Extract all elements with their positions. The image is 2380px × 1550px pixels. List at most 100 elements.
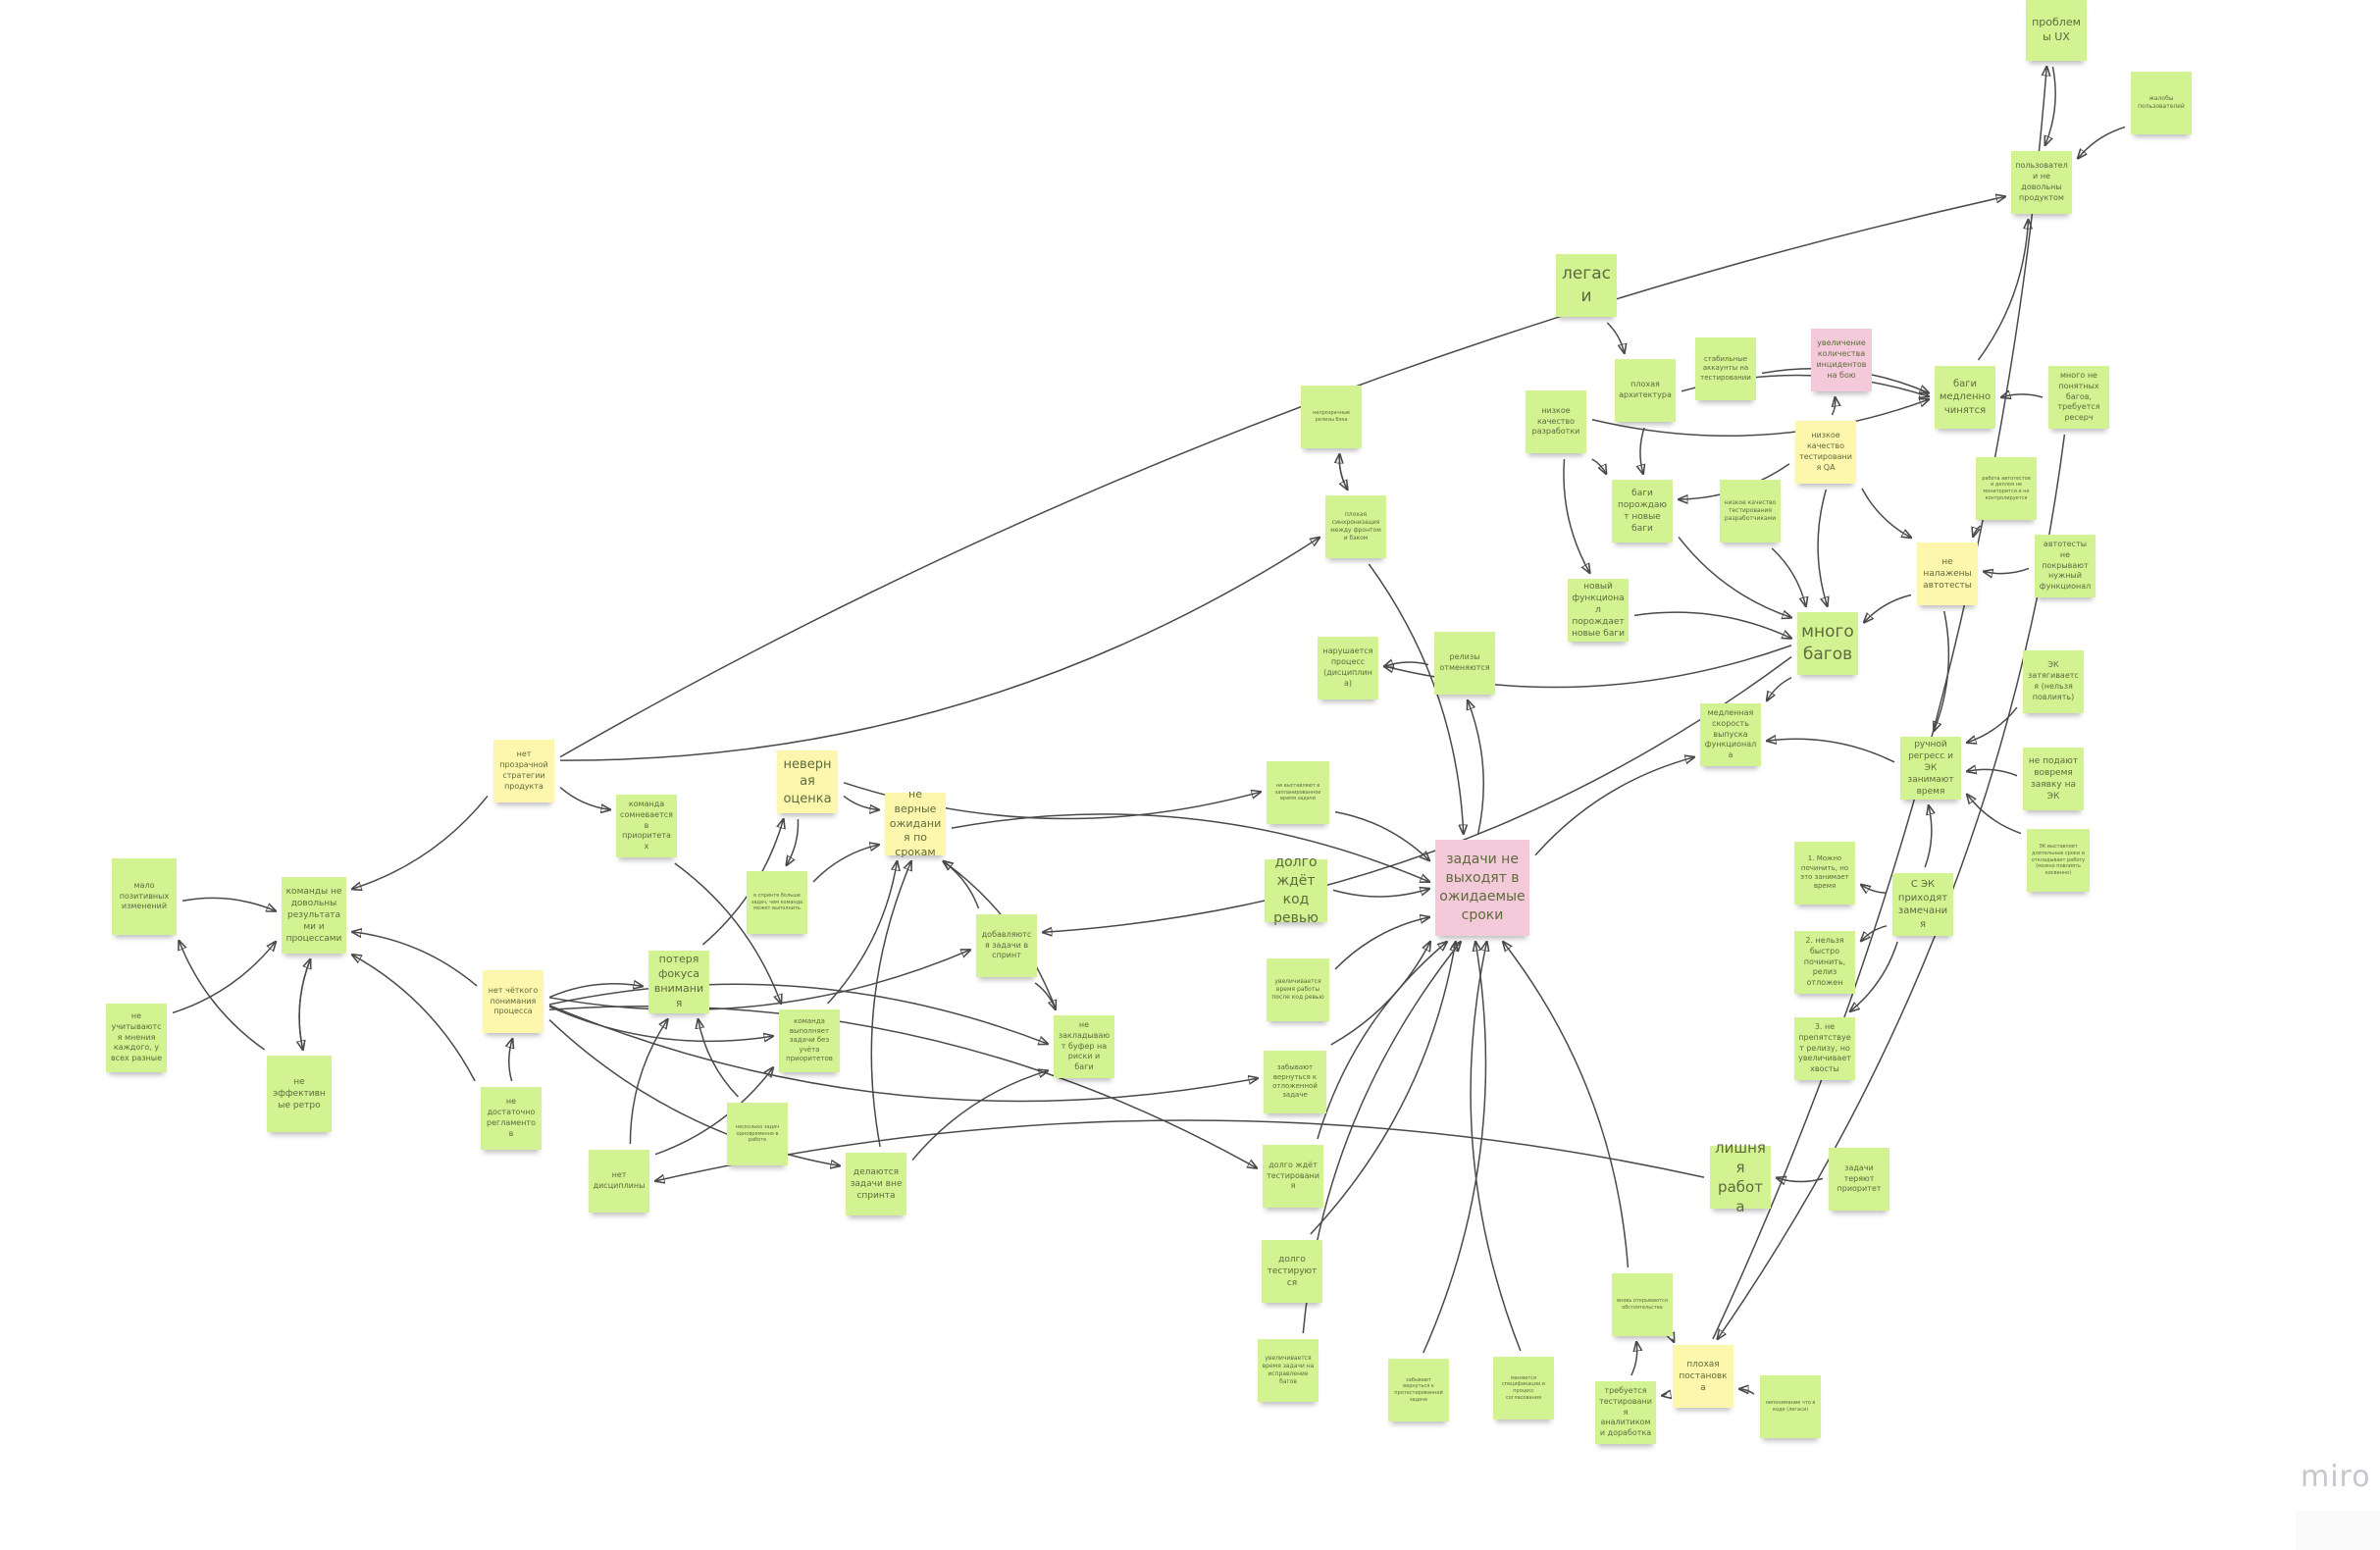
connector-arrow[interactable] <box>2001 394 2044 397</box>
connector-arrow[interactable] <box>870 861 911 1148</box>
sticky-note[interactable]: проблемы UX <box>2026 0 2087 61</box>
connector-arrow[interactable] <box>1739 1389 1755 1395</box>
sticky-note[interactable]: неверная оценка <box>777 750 838 813</box>
connector-arrow[interactable] <box>2078 126 2126 159</box>
connector-arrow[interactable] <box>1861 885 1888 893</box>
sticky-note[interactable]: долго ждёт код ревью <box>1265 854 1327 926</box>
sticky-note[interactable]: не налажены автотесты <box>1917 542 1978 605</box>
sticky-note[interactable]: не выставляют в запланированное время за… <box>1267 761 1329 824</box>
sticky-note[interactable]: делаются задачи вне спринта <box>846 1153 906 1215</box>
sticky-note[interactable]: плохая постановка <box>1673 1345 1733 1408</box>
sticky-note[interactable]: 3. не препятствует релизу, но увеличивае… <box>1794 1017 1855 1080</box>
sticky-note[interactable]: плохая архитектура <box>1615 359 1676 422</box>
connector-arrow[interactable] <box>654 1067 773 1156</box>
connector-arrow[interactable] <box>548 1019 840 1166</box>
connector-arrow[interactable] <box>1777 1178 1824 1182</box>
sticky-note[interactable]: не верные ожидания по срокам <box>885 788 946 858</box>
connector-arrow[interactable] <box>559 196 2005 758</box>
connector-arrow[interactable] <box>1817 489 1828 606</box>
connector-arrow[interactable] <box>1767 739 1895 763</box>
connector-arrow[interactable] <box>1423 942 1487 1354</box>
sticky-note[interactable]: низкое качество тестирования разработчик… <box>1720 480 1781 542</box>
sticky-note[interactable]: ЭК выставляет длительные сроки и отклады… <box>2027 829 2090 892</box>
sticky-note[interactable]: нет чёткого понимания процесса <box>483 970 543 1033</box>
sticky-note[interactable]: долго тестируются <box>1262 1240 1322 1303</box>
connector-arrow[interactable] <box>1832 397 1835 416</box>
connector-arrow[interactable] <box>172 942 276 1014</box>
sticky-note[interactable]: требуется тестирования аналитиком и дора… <box>1595 1381 1656 1444</box>
connector-arrow[interactable] <box>548 950 970 1011</box>
connector-arrow[interactable] <box>559 787 610 810</box>
sticky-note[interactable]: нарушается процесс (дисциплина) <box>1318 637 1378 699</box>
connector-arrow[interactable] <box>1850 941 1898 1011</box>
sticky-note[interactable]: увеличивается время работы после код рев… <box>1267 958 1329 1021</box>
sticky-note[interactable]: лишняя работа <box>1710 1139 1771 1215</box>
connector-arrow[interactable] <box>1470 942 1522 1352</box>
connector-arrow[interactable] <box>1678 536 1791 617</box>
connector-arrow[interactable] <box>352 795 489 889</box>
connector-arrow[interactable] <box>1591 458 1607 474</box>
connector-arrow[interactable] <box>1334 917 1429 970</box>
connector-arrow[interactable] <box>509 1039 513 1082</box>
sticky-note[interactable]: стабильные аккаунты на тестировании <box>1695 337 1756 400</box>
connector-arrow[interactable] <box>548 1006 1257 1168</box>
connector-arrow[interactable] <box>1967 769 2018 777</box>
connector-arrow[interactable] <box>1034 982 1056 1009</box>
sticky-note[interactable]: меняются спецификации и процесс согласов… <box>1493 1357 1554 1420</box>
connector-arrow[interactable] <box>1767 677 1792 700</box>
connector-arrow[interactable] <box>1861 488 1911 538</box>
sticky-note[interactable]: в спринте больше задач, чем команда може… <box>747 871 807 934</box>
sticky-note[interactable]: непонимание что в коде (легаси) <box>1760 1375 1821 1438</box>
connector-arrow[interactable] <box>1712 67 2046 1340</box>
sticky-note[interactable]: новый функционал порождает новые баги <box>1568 579 1629 642</box>
connector-arrow[interactable] <box>1662 1393 1667 1395</box>
connector-arrow[interactable] <box>827 861 898 1005</box>
connector-arrow[interactable] <box>1967 795 2022 835</box>
sticky-note[interactable]: не подают вовремя заявку на ЭК <box>2023 748 2084 810</box>
sticky-note[interactable]: автотесты не покрывают нужный функционал <box>2035 535 2095 597</box>
connector-arrow[interactable] <box>1973 525 1982 537</box>
connector-arrow[interactable] <box>787 818 800 865</box>
connector-arrow[interactable] <box>1924 805 1932 868</box>
connector-arrow[interactable] <box>1334 810 1429 861</box>
connector-arrow[interactable] <box>655 1119 1705 1181</box>
connector-arrow[interactable] <box>1534 757 1694 856</box>
sticky-note[interactable]: долго ждёт тестирования <box>1263 1145 1323 1208</box>
connector-arrow[interactable] <box>352 955 476 1082</box>
connector-arrow[interactable] <box>1633 611 1791 638</box>
sticky-note[interactable]: задачи теряют приоритет <box>1829 1148 1889 1211</box>
sticky-note[interactable]: жалобы пользователей <box>2131 72 2192 134</box>
sticky-note[interactable]: не достаточно регламентов <box>481 1087 542 1150</box>
connector-arrow[interactable] <box>548 1005 1258 1103</box>
sticky-note[interactable]: команда сомневается в приоритетах <box>616 795 677 857</box>
sticky-note[interactable]: ручной регресс и ЭК занимают время <box>1900 737 1961 800</box>
connector-arrow[interactable] <box>559 538 1319 761</box>
sticky-note[interactable]: добавляются задачи в спринт <box>976 914 1037 977</box>
sticky-note[interactable]: плохая синхронизация между фронтом и бэк… <box>1325 495 1386 558</box>
connector-arrow[interactable] <box>1606 322 1624 353</box>
connector-arrow[interactable] <box>1339 453 1347 490</box>
sticky-note[interactable]: вновь открываются обстоятельства <box>1612 1273 1673 1336</box>
connector-arrow[interactable] <box>911 1070 1048 1162</box>
connector-arrow[interactable] <box>843 795 879 809</box>
sticky-note[interactable]: не эффективные ретро <box>267 1056 332 1132</box>
connector-arrow[interactable] <box>951 813 1429 882</box>
sticky-note[interactable]: увеличивается время задачи на исправлени… <box>1258 1339 1319 1402</box>
connector-arrow[interactable] <box>1368 563 1463 834</box>
connector-arrow[interactable] <box>629 1019 667 1145</box>
connector-arrow[interactable] <box>1861 925 1888 941</box>
sticky-note[interactable]: баги порождают новые баги <box>1612 480 1673 542</box>
connector-arrow[interactable] <box>548 983 1048 1044</box>
sticky-note[interactable]: нет прозрачной стратегии продукта <box>493 740 554 802</box>
sticky-note[interactable]: 2. нельзя быстро починить, релиз отложен <box>1794 931 1855 994</box>
sticky-note[interactable]: нет дисциплины <box>589 1150 649 1213</box>
sticky-note[interactable]: команды не довольны результатами и проце… <box>282 877 346 954</box>
sticky-note[interactable]: увеличение количества инцидентов на бою <box>1811 329 1872 391</box>
connector-arrow[interactable] <box>1672 1339 1675 1342</box>
connector-arrow[interactable] <box>1043 656 1792 933</box>
sticky-note[interactable]: медленная скорость выпуска функционала <box>1700 703 1761 766</box>
connector-arrow[interactable] <box>1977 220 2029 361</box>
connector-arrow[interactable] <box>181 897 276 910</box>
sticky-note[interactable]: команда выполняет задачи без учёта приор… <box>779 1009 840 1072</box>
